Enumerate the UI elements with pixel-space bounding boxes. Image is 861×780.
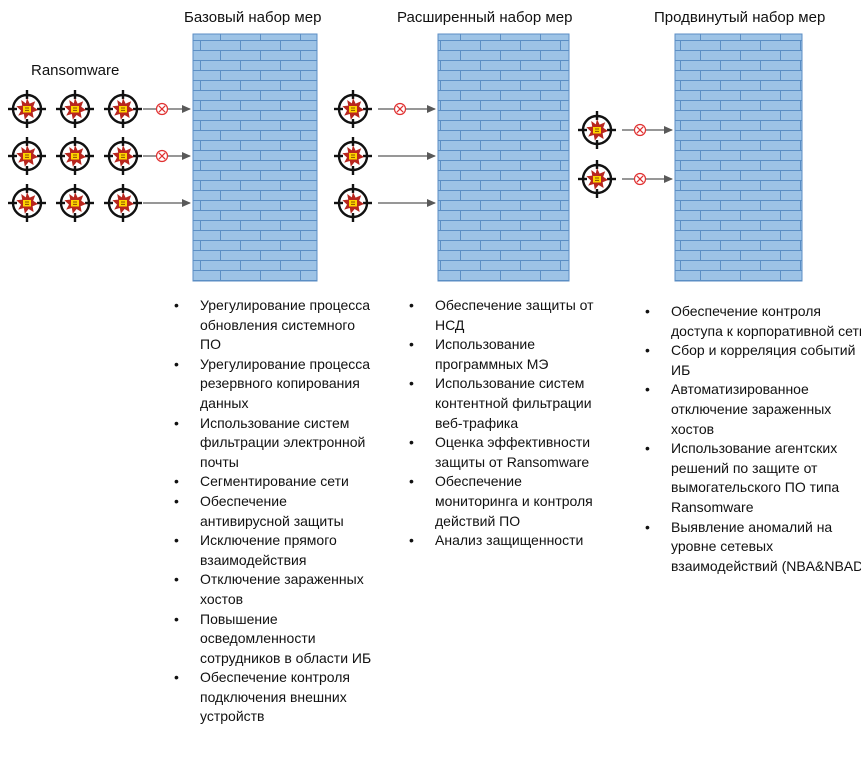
- ransomware-target-icon: [102, 88, 144, 130]
- measures-list-advanced: Обеспечение контроля доступа к корпорати…: [645, 302, 861, 576]
- measure-item: Урегулирование процесса обновления систе…: [174, 296, 376, 355]
- measure-item: Использование программных МЭ: [409, 335, 607, 374]
- measure-item: Исключение прямого взаимодействия: [174, 531, 376, 570]
- measure-item: Использование систем фильтрации электрон…: [174, 414, 376, 473]
- measure-item: Сегментирование сети: [174, 472, 376, 492]
- measure-item: Сбор и корреляция событий ИБ: [645, 341, 861, 380]
- measure-item: Выявление аномалий на уровне сетевых вза…: [645, 518, 861, 577]
- measure-item: Анализ защищенности: [409, 531, 607, 551]
- ransomware-target-icon: [54, 135, 96, 177]
- ransomware-target-icon: [6, 135, 48, 177]
- ransomware-target-icon: [332, 182, 374, 224]
- measure-item: Использование агентских решений по защит…: [645, 439, 861, 517]
- wall-title-advanced: Продвинутый набор мер: [654, 9, 826, 26]
- measure-item: Урегулирование процесса резервного копир…: [174, 355, 376, 414]
- blocked-circle-x-icon: [155, 149, 169, 163]
- ransomware-target-icon: [102, 182, 144, 224]
- measure-item: Обеспечение контроля доступа к корпорати…: [645, 302, 861, 341]
- blocked-circle-x-icon: [393, 102, 407, 116]
- measure-item: Оценка эффективности защиты от Ransomwar…: [409, 433, 607, 472]
- ransomware-target-icon: [332, 88, 374, 130]
- measures-list-basic: Урегулирование процесса обновления систе…: [174, 296, 376, 727]
- measure-item: Обеспечение мониторинга и контроля дейст…: [409, 472, 607, 531]
- measure-item: Обеспечение защиты от НСД: [409, 296, 607, 335]
- ransomware-target-icon: [102, 135, 144, 177]
- measures-list-extended: Обеспечение защиты от НСД Использование …: [409, 296, 607, 551]
- measure-item: Отключение зараженных хостов: [174, 570, 376, 609]
- measure-item: Обеспечение контроля подключения внешних…: [174, 668, 376, 727]
- blocked-circle-x-icon: [633, 123, 647, 137]
- blocked-circle-x-icon: [155, 102, 169, 116]
- wall-title-extended: Расширенный набор мер: [397, 9, 573, 26]
- measure-item: Автоматизированное отключение зараженных…: [645, 380, 861, 439]
- measure-item: Повышение осведомленности сотрудников в …: [174, 610, 376, 669]
- ransomware-target-icon: [54, 182, 96, 224]
- ransomware-target-icon: [576, 158, 618, 200]
- wall-title-basic: Базовый набор мер: [184, 9, 322, 26]
- blocked-circle-x-icon: [633, 172, 647, 186]
- brick-wall-extended: [437, 33, 570, 282]
- ransomware-target-icon: [6, 182, 48, 224]
- brick-wall-advanced: [674, 33, 803, 282]
- ransomware-target-icon: [576, 109, 618, 151]
- ransomware-label: Ransomware: [31, 62, 120, 79]
- ransomware-target-icon: [54, 88, 96, 130]
- brick-wall-basic: [192, 33, 318, 282]
- ransomware-target-icon: [6, 88, 48, 130]
- measure-item: Использование систем контентной фильтрац…: [409, 374, 607, 433]
- ransomware-target-icon: [332, 135, 374, 177]
- measure-item: Обеспечение антивирусной защиты: [174, 492, 376, 531]
